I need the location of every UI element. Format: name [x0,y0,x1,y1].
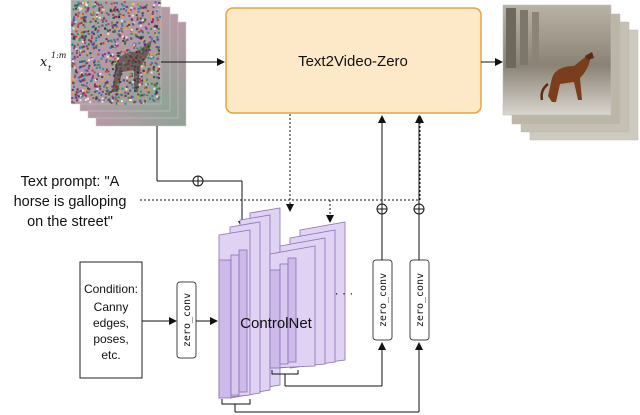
zero-conv-input [176,281,197,359]
horse-icon [548,54,590,102]
ellipsis: · · · [335,286,354,300]
zero-conv-output-1-label: zero_conv [378,273,389,327]
text-prompt-line-2: horse is galloping [14,194,127,210]
condition-line-1: Condition: [84,282,138,296]
condition-line-2: Canny [94,300,129,314]
condition-line-3: edges, [93,316,129,330]
text2video-zero-block [225,7,482,114]
text2video-zero-label: Text2Video-Zero [298,53,408,70]
controlnet-label: ControlNet [240,315,313,332]
latent-label: x t 1:m [40,51,67,73]
text-prompt-line-1: Text prompt: "A [21,174,120,190]
output-video-frames [502,4,639,141]
noisy-latent-stack [70,0,187,127]
zero-conv-input-label: zero_conv [182,293,193,347]
noisy-horse-silhouette [112,40,152,92]
condition-box [79,261,143,379]
condition-line-4: poses, [93,332,128,346]
controlnet-block [218,207,346,399]
zero-conv-output-2-label: zero_conv [415,273,426,327]
controlnet-output-bracket-2 [221,399,251,405]
text-prompt-line-3: on the street" [27,214,113,230]
condition-line-5: etc. [101,348,120,362]
latent-symbol: x [40,55,48,70]
latent-subscript: t [48,64,52,73]
latent-superscript: 1:m [51,51,67,60]
